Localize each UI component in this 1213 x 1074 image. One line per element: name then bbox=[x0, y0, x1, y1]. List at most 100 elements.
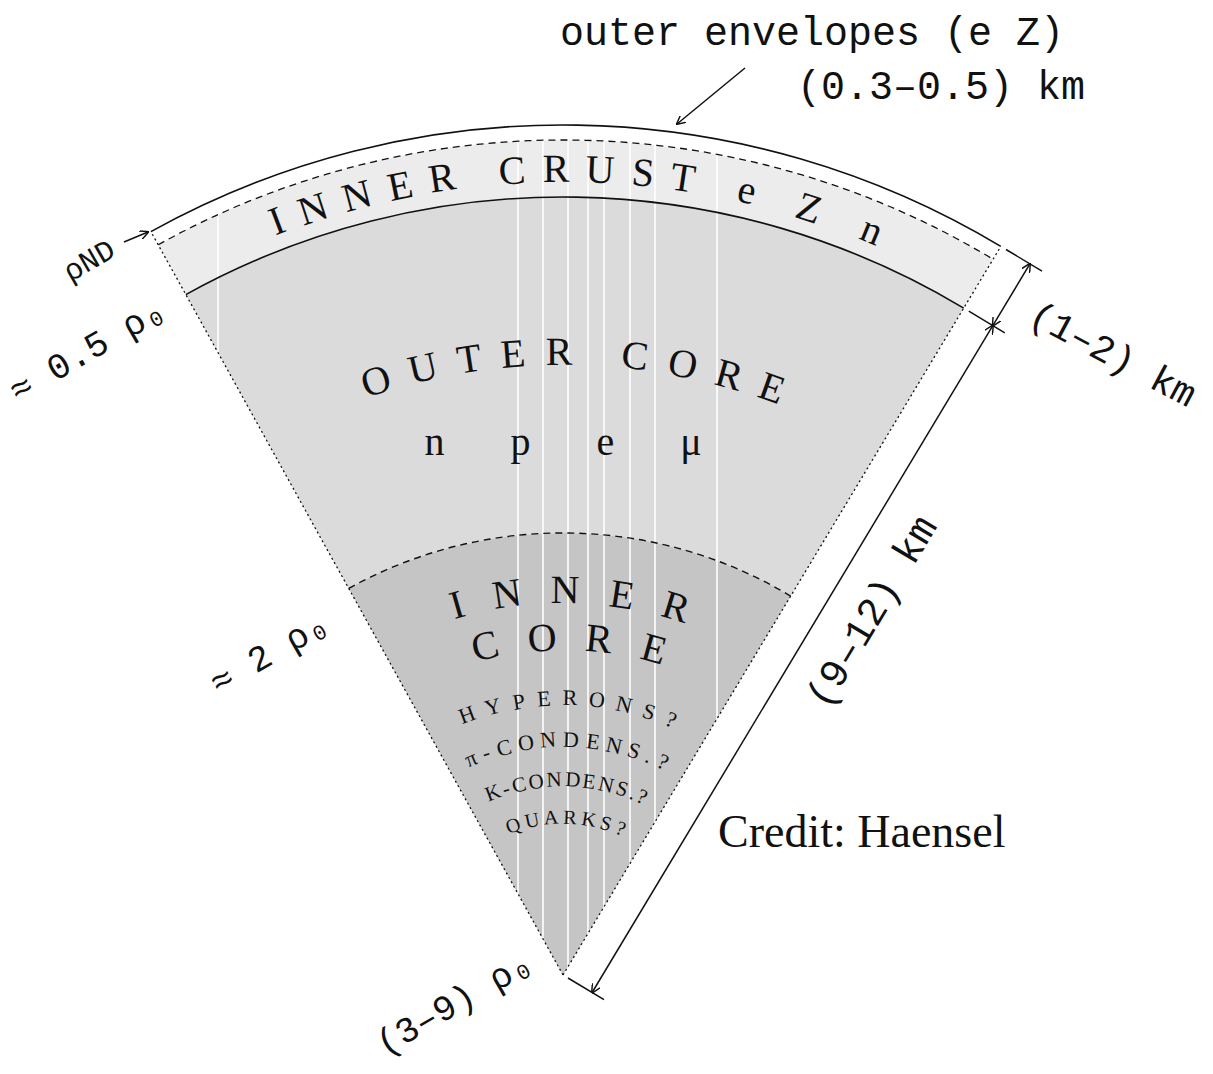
letter: N bbox=[596, 773, 615, 797]
layer-content: π-CONDENS.? bbox=[346, 531, 793, 977]
sector-edge bbox=[151, 232, 563, 975]
letter: N bbox=[604, 733, 624, 758]
streak bbox=[629, 100, 631, 1000]
letter bbox=[472, 422, 482, 462]
layer-title: INNER CRUST e Z n bbox=[156, 138, 996, 311]
letter: N bbox=[551, 570, 580, 610]
letter: N bbox=[489, 572, 523, 616]
letter: E bbox=[582, 771, 598, 794]
letter: T bbox=[454, 337, 484, 380]
credit-note: Credit: Haensel bbox=[718, 806, 1005, 859]
letter: O bbox=[516, 731, 535, 755]
letter: R bbox=[542, 149, 569, 189]
letter: p bbox=[510, 422, 530, 462]
inner-core-band: INNER COREHYPERONS?π-CONDENS.?K-CONDENS.… bbox=[346, 531, 793, 977]
leader-arrow bbox=[677, 68, 745, 124]
letter: R bbox=[545, 332, 572, 372]
surface-arc bbox=[151, 125, 1001, 246]
dimension-line bbox=[993, 264, 1030, 326]
streak bbox=[654, 100, 656, 1000]
letter: C bbox=[494, 735, 514, 760]
dimension-label: outer envelopes (e Z) bbox=[560, 12, 1064, 58]
letter: E bbox=[536, 687, 551, 710]
letter: R bbox=[426, 156, 458, 200]
layer-content: n p e μ bbox=[183, 195, 966, 599]
letter: H bbox=[456, 702, 479, 728]
streak bbox=[716, 100, 718, 1000]
dimension-tick bbox=[969, 311, 1005, 333]
streak bbox=[603, 100, 605, 1000]
letter bbox=[558, 422, 568, 462]
inner-crust-band: INNER CRUST e Z n bbox=[156, 138, 996, 311]
layer-content: QUARKS? bbox=[346, 531, 793, 977]
dimension-label: ρND bbox=[58, 234, 122, 291]
streak bbox=[517, 100, 519, 1000]
layer-content: HYPERONS? bbox=[346, 531, 793, 977]
letter: O bbox=[527, 770, 545, 793]
dimension-line bbox=[592, 326, 993, 993]
letter bbox=[767, 177, 787, 218]
streak bbox=[542, 100, 544, 1000]
sector-edge bbox=[563, 246, 1001, 975]
letter: Y bbox=[483, 694, 504, 719]
letter: N bbox=[614, 692, 634, 717]
letter: R bbox=[657, 584, 694, 630]
letter: O bbox=[356, 357, 396, 404]
outer-core-band: OUTER COREn p e μ bbox=[183, 195, 966, 599]
letter: C bbox=[620, 335, 651, 378]
letter: n bbox=[424, 422, 444, 462]
letter: I bbox=[445, 584, 469, 626]
letter: U bbox=[523, 809, 541, 831]
layer-content: K-CONDENS.? bbox=[346, 531, 793, 977]
letter: I bbox=[264, 200, 291, 242]
streak bbox=[567, 100, 569, 1000]
letter: C bbox=[497, 150, 526, 192]
letter: E bbox=[384, 164, 416, 208]
letter: R bbox=[584, 618, 615, 661]
crust-core-boundary bbox=[186, 197, 964, 308]
streak bbox=[217, 100, 219, 1000]
letter bbox=[642, 422, 652, 462]
letter: O bbox=[665, 341, 701, 386]
layer-title: OUTER CORE bbox=[183, 195, 966, 599]
inner-core-boundary bbox=[349, 533, 791, 596]
letter: n bbox=[855, 208, 889, 253]
letter: C bbox=[510, 773, 528, 797]
letter: E bbox=[637, 627, 671, 672]
streak bbox=[587, 100, 589, 1000]
letter: S bbox=[640, 699, 659, 724]
letter: ? bbox=[613, 817, 629, 839]
letter: π bbox=[462, 746, 481, 771]
letter: S bbox=[630, 152, 656, 194]
letter: μ bbox=[680, 422, 701, 462]
letter: O bbox=[526, 617, 557, 659]
letter: R bbox=[562, 687, 577, 709]
dimension-label: (3–9) ρ₀ bbox=[370, 944, 540, 1066]
letter: P bbox=[511, 690, 527, 714]
letter: ? bbox=[654, 750, 672, 774]
letter bbox=[708, 163, 725, 204]
letter bbox=[591, 333, 603, 373]
letter: Q bbox=[503, 813, 523, 837]
letter: E bbox=[585, 730, 601, 754]
dimension-label: ≈ 0.5 ρ₀ bbox=[3, 291, 173, 413]
letter bbox=[470, 153, 484, 194]
envelope-boundary bbox=[158, 140, 993, 259]
letter: N bbox=[546, 769, 562, 791]
letter bbox=[830, 198, 853, 239]
letter: R bbox=[711, 352, 747, 398]
letter: ? bbox=[662, 708, 680, 732]
letter: R bbox=[563, 807, 577, 828]
letter: e bbox=[734, 169, 760, 212]
white-streaks bbox=[218, 100, 717, 1000]
letter: Z bbox=[792, 185, 827, 231]
dimension-tick bbox=[1006, 250, 1042, 272]
dimension-label: (1–2) km bbox=[1021, 294, 1203, 418]
leader-arrow bbox=[124, 232, 148, 242]
letter: O bbox=[588, 688, 606, 712]
letter: K bbox=[580, 808, 598, 830]
band-fill bbox=[349, 533, 791, 975]
letter: A bbox=[543, 807, 559, 828]
letter: N bbox=[338, 173, 376, 219]
